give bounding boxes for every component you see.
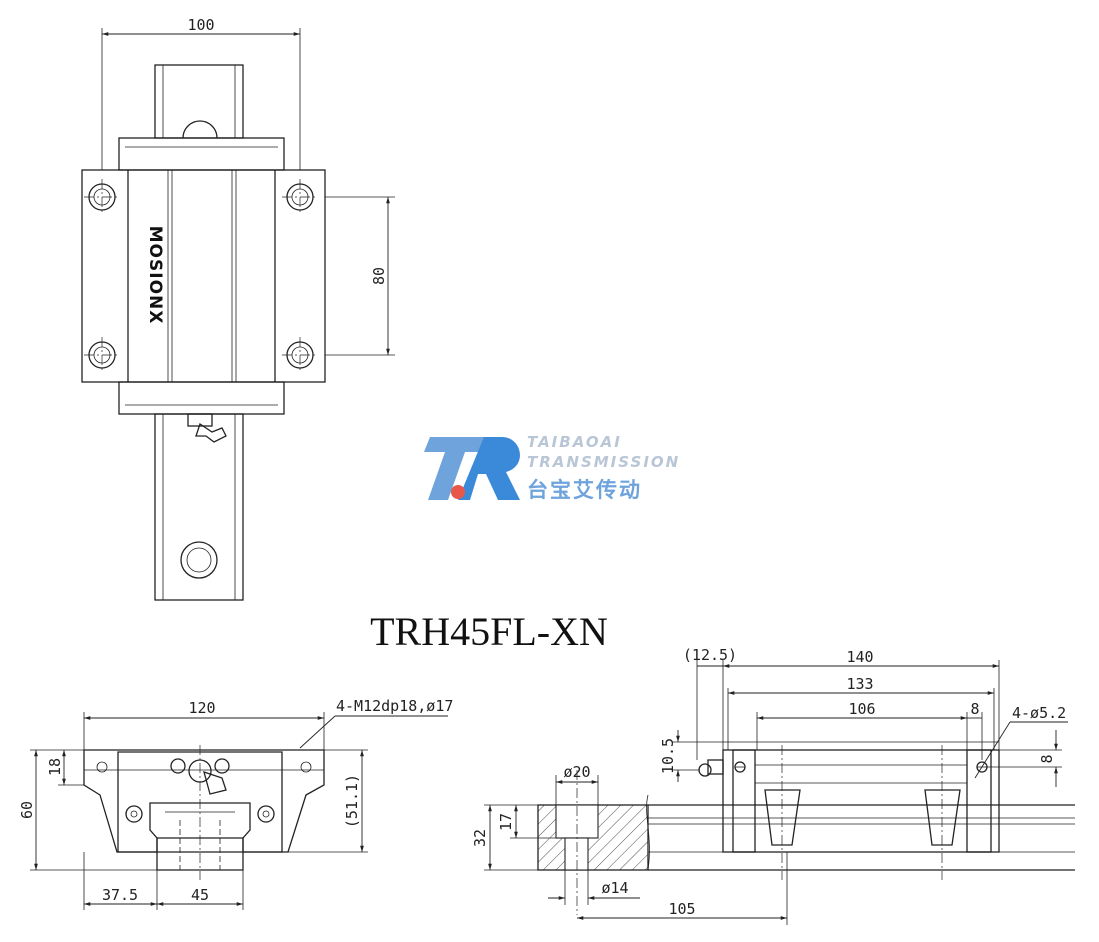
dim-rail-top-51-1: (51.1) bbox=[343, 774, 361, 828]
dim-lube-12-5: (12.5) bbox=[683, 646, 737, 664]
side-view: (12.5) 140 133 106 8 4-ø5.2 8 10.5 bbox=[471, 646, 1075, 925]
hole-callout: 4-M12dp18,ø17 bbox=[336, 697, 453, 715]
watermark-line2: TRANSMISSION bbox=[527, 453, 680, 471]
brand-logo: MOSIONX bbox=[145, 226, 165, 325]
dim-counterbore-17: 17 bbox=[497, 813, 515, 831]
dim-width-100: 100 bbox=[187, 16, 214, 34]
watermark-logo: TAIBAOAI TRANSMISSION 台宝艾传动 bbox=[424, 433, 680, 502]
dim-offset-37-5: 37.5 bbox=[102, 886, 138, 904]
top-view: MOSIONX 100 80 bbox=[81, 16, 395, 601]
dim-rail-pitch-105: 105 bbox=[668, 900, 695, 918]
dim-hole-20: ø20 bbox=[563, 763, 590, 781]
watermark-dot bbox=[451, 485, 465, 499]
dim-hole-pitch-80: 80 bbox=[370, 267, 388, 285]
dim-rail-height-32: 32 bbox=[471, 829, 489, 847]
mounting-hole bbox=[282, 179, 318, 215]
dim-flange-18: 18 bbox=[46, 758, 64, 776]
watermark-line3: 台宝艾传动 bbox=[527, 478, 642, 502]
grease-nipple-icon bbox=[698, 759, 724, 777]
dim-length-140: 140 bbox=[846, 648, 873, 666]
pin-callout: 4-ø5.2 bbox=[1012, 704, 1066, 722]
dim-bolt-pitch-106: 106 bbox=[848, 700, 875, 718]
dim-body-133: 133 bbox=[846, 675, 873, 693]
watermark-t-glyph bbox=[424, 437, 490, 500]
watermark-r-glyph bbox=[458, 437, 520, 500]
mounting-hole bbox=[84, 337, 120, 373]
dim-end-8: 8 bbox=[970, 700, 979, 718]
dim-nipple-height-10-5: 10.5 bbox=[659, 738, 677, 774]
front-view: 120 4-M12dp18,ø17 60 18 (51.1) 37.5 45 bbox=[18, 697, 453, 910]
dim-rail-width-45: 45 bbox=[191, 886, 209, 904]
mounting-hole bbox=[84, 179, 120, 215]
dim-width-120: 120 bbox=[188, 699, 215, 717]
mounting-hole bbox=[282, 337, 318, 373]
dim-height-60: 60 bbox=[18, 801, 36, 819]
dim-bore-14: ø14 bbox=[601, 879, 628, 897]
grease-nipple-icon bbox=[187, 413, 227, 443]
watermark-line1: TAIBAOAI bbox=[527, 433, 622, 451]
dim-pin-height-8: 8 bbox=[1038, 754, 1056, 763]
model-title: TRH45FL-XN bbox=[370, 609, 608, 654]
